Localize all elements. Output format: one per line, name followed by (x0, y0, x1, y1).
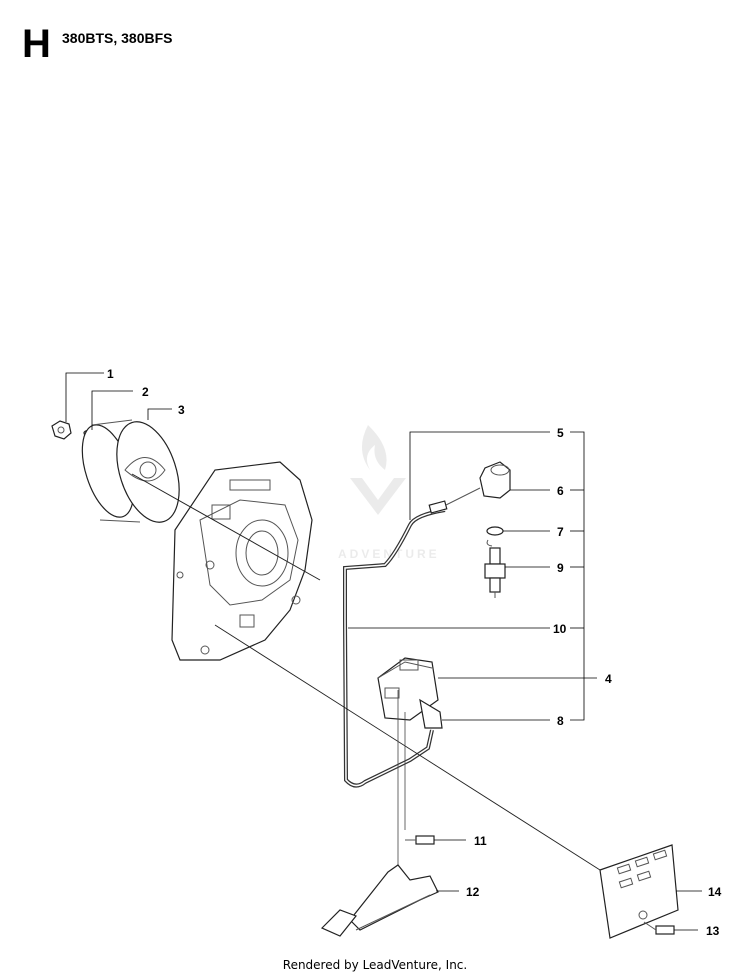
model-title: 380BTS, 380BFS (62, 30, 173, 46)
callout-4: 4 (605, 672, 612, 686)
leader-lines (65, 372, 702, 931)
callout-8: 8 (557, 714, 564, 728)
callout-14: 14 (708, 885, 722, 899)
watermark-text: ADVENTURE (338, 547, 440, 561)
callout-9: 9 (557, 561, 564, 575)
callout-labels: 1 2 3 5 6 7 9 10 4 8 11 12 14 13 (107, 367, 722, 938)
callout-11: 11 (474, 834, 487, 848)
nut-part (51, 420, 72, 440)
footer-credit: Rendered by LeadVenture, Inc. (282, 958, 468, 972)
spark-plug-part (484, 547, 506, 598)
section-letter: H (22, 22, 51, 66)
callout-5: 5 (557, 426, 564, 440)
spark-plug-cap-part (479, 461, 511, 499)
callout-13: 13 (706, 924, 720, 938)
ignition-module-part (377, 657, 443, 729)
shaft-axis-line (131, 473, 321, 581)
plate-screw-part (643, 921, 675, 935)
callout-1: 1 (107, 367, 114, 381)
cover-plate-part (599, 844, 679, 939)
crankcase-part (171, 461, 313, 661)
clutch-drum-part (81, 419, 180, 523)
callout-7: 7 (557, 525, 564, 539)
callout-12: 12 (466, 885, 480, 899)
stop-switch-part (320, 864, 439, 937)
watermark: ADVENTURE (338, 425, 440, 561)
lead-sleeve-part (428, 500, 448, 514)
callout-3: 3 (178, 403, 185, 417)
spring-part (486, 526, 504, 547)
callout-10: 10 (553, 622, 567, 636)
callout-6: 6 (557, 484, 564, 498)
callout-2: 2 (142, 385, 149, 399)
screw-part (405, 835, 435, 845)
